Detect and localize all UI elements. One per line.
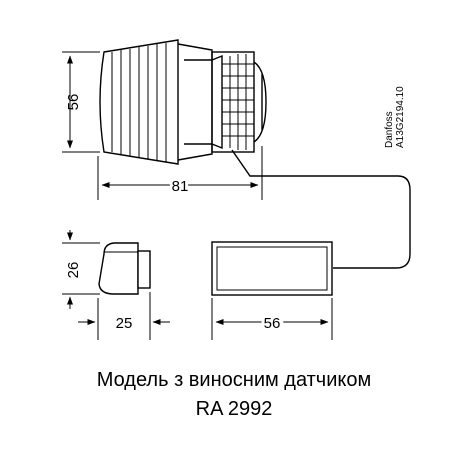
dimension-width-top-label: 81 bbox=[172, 178, 189, 195]
remote-sensor-box bbox=[211, 241, 333, 296]
dimension-width-sensor-label: 56 bbox=[264, 315, 281, 332]
dimension-height-top bbox=[62, 51, 100, 153]
compact-head bbox=[98, 242, 151, 295]
caption-model: RA 2992 bbox=[195, 398, 273, 420]
capillary-tube bbox=[231, 149, 411, 269]
dimension-height-small bbox=[62, 230, 100, 309]
dimension-width-top bbox=[97, 146, 263, 200]
dimension-width-small bbox=[78, 292, 170, 340]
dimension-width-sensor bbox=[211, 298, 333, 340]
drawing-code: Danfoss A13G2194.10 bbox=[384, 86, 406, 148]
dimension-height-top-label: 56 bbox=[65, 94, 82, 111]
dimension-height-small-label: 26 bbox=[65, 262, 82, 279]
dimension-width-small-label: 25 bbox=[116, 315, 133, 332]
caption-title: Модель з виносним датчиком bbox=[96, 369, 372, 391]
thermostat-head bbox=[99, 39, 267, 165]
